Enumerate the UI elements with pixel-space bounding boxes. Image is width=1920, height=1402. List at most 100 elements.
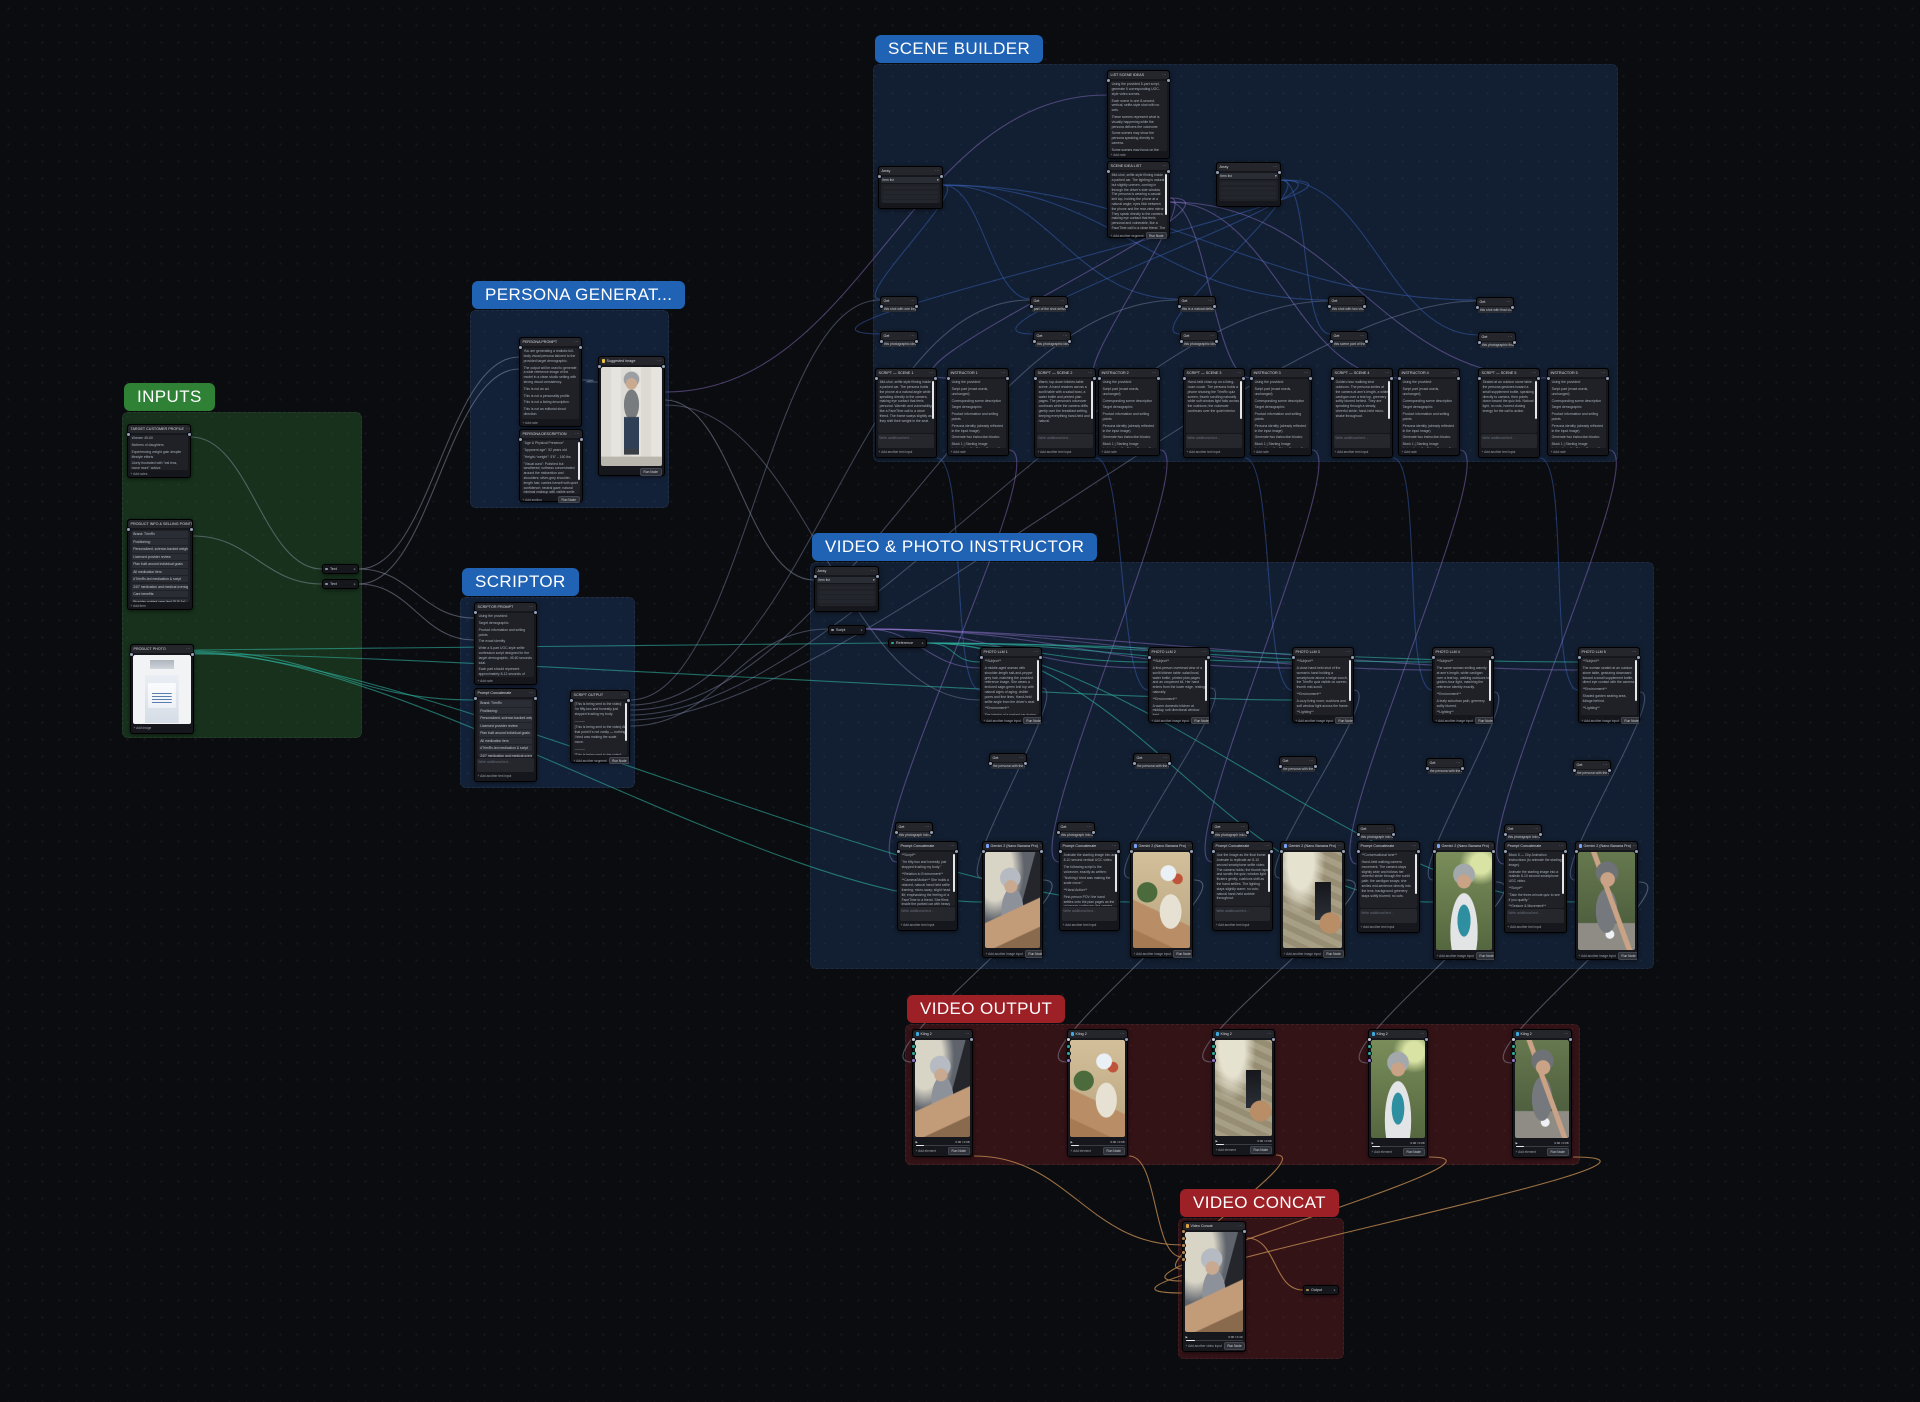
play-icon[interactable]: ▶ — [1515, 1140, 1518, 1145]
input-port[interactable] — [597, 364, 603, 370]
add-input-button[interactable]: + Add note — [1253, 449, 1269, 454]
input-port[interactable] — [1106, 78, 1112, 84]
get-node[interactable]: Get⋯this is a natural delivering… — [1177, 296, 1217, 313]
node-menu-icon[interactable]: ⋯ — [529, 603, 534, 609]
output-port[interactable] — [1567, 1037, 1573, 1043]
edge-wire[interactable] — [358, 583, 475, 641]
get-node[interactable]: Get⋯the persona with the descr… — [988, 753, 1028, 770]
scene-array-left[interactable]: Array⋯Item list▾ — [877, 166, 944, 209]
output-port[interactable] — [1004, 376, 1010, 382]
get-node[interactable]: Get⋯this photographic final shot… — [1477, 332, 1517, 349]
add-input-button[interactable]: + Add another image input — [1578, 954, 1616, 959]
item-list-dropdown[interactable]: Item list▾ — [1218, 172, 1279, 179]
edge-wire[interactable] — [664, 399, 815, 581]
image-thumbnail-car-selfie[interactable] — [984, 851, 1041, 949]
progress-bar[interactable] — [1515, 1145, 1569, 1148]
photo-llm-node[interactable]: PHOTO LLM 3⋯**Subject**A close hand-held… — [1291, 647, 1355, 725]
group-label-video-photo-instructor[interactable]: VIDEO & PHOTO INSTRUCTOR — [812, 533, 1098, 561]
run-node-button[interactable]: Run Node — [608, 756, 629, 765]
node-menu-icon[interactable]: ⋯ — [185, 425, 190, 431]
input-port[interactable] — [1367, 1058, 1373, 1064]
add-input-button[interactable]: + Add note — [522, 420, 538, 425]
node-menu-icon[interactable]: ⋯ — [1060, 297, 1065, 303]
text-input[interactable]: Write additional text... — [1480, 434, 1538, 449]
add-input-button[interactable]: + Add image — [133, 726, 152, 731]
add-input-button[interactable]: + Add notes — [130, 471, 148, 476]
node-menu-icon[interactable]: ⋯ — [1632, 842, 1637, 848]
product-photo-node[interactable]: PRODUCT PHOTO⋯+ Add image — [129, 644, 195, 734]
script-scene-node[interactable]: SCRIPT — SCENE 5⋯Seated at an outdoor st… — [1477, 368, 1541, 458]
text-input[interactable]: Write additional text... — [1359, 909, 1418, 924]
input-port[interactable] — [1367, 1051, 1373, 1057]
output-port[interactable] — [1240, 376, 1246, 382]
add-input-button[interactable]: + Add another segment — [573, 758, 607, 763]
scrollbar[interactable] — [1534, 380, 1537, 420]
progress-bar[interactable] — [1371, 1145, 1425, 1148]
output-port[interactable] — [532, 696, 538, 702]
video-thumbnail-table-overhead[interactable] — [1069, 1039, 1126, 1138]
progress-bar[interactable] — [1070, 1144, 1125, 1147]
list-row[interactable]: Licensed provider review — [131, 553, 189, 561]
add-input-button[interactable]: + Add another image input — [1133, 952, 1171, 957]
output-port[interactable] — [1155, 376, 1161, 382]
add-input-button[interactable]: + Add another text input — [1062, 923, 1097, 928]
script-pill[interactable]: Script▸ — [828, 625, 866, 635]
node-menu-icon[interactable]: ⋯ — [657, 357, 662, 363]
output-port[interactable] — [1633, 849, 1639, 855]
add-input-button[interactable]: + Add another segment — [1110, 233, 1144, 238]
output-port[interactable] — [578, 437, 584, 443]
node-menu-icon[interactable]: ⋯ — [1346, 648, 1351, 654]
node-menu-icon[interactable]: ⋯ — [1039, 842, 1042, 848]
node-menu-icon[interactable]: ⋯ — [871, 567, 876, 573]
script-scene-node[interactable]: SCRIPT — SCENE 1⋯Mid-shot, selfie-style … — [874, 368, 938, 458]
output-port[interactable] — [1361, 304, 1367, 310]
input-port[interactable] — [1211, 1051, 1217, 1057]
output-port[interactable] — [1511, 340, 1517, 346]
output-port[interactable] — [1276, 170, 1282, 176]
output-port[interactable] — [625, 698, 631, 704]
prompt-concat-node[interactable]: Prompt Concatenate⋯**Script**"I'm fifty-… — [896, 841, 959, 931]
output-port[interactable] — [1635, 655, 1641, 661]
output-port[interactable] — [354, 587, 358, 588]
input-port[interactable] — [1475, 305, 1481, 311]
progress-bar[interactable] — [1185, 1339, 1243, 1342]
list-row[interactable]: 24/7 medication and medical oversight — [478, 752, 533, 757]
group-label-video-output[interactable]: VIDEO OUTPUT — [907, 995, 1066, 1023]
input-port[interactable] — [1097, 376, 1103, 382]
group-label-inputs[interactable]: INPUTS — [124, 383, 215, 411]
run-node-button[interactable]: Run Node — [1620, 716, 1639, 725]
add-input-button[interactable]: + Add another image input — [1283, 952, 1321, 957]
edge-wire[interactable] — [358, 568, 475, 619]
input-port[interactable] — [1066, 1058, 1072, 1064]
play-icon[interactable]: ▶ — [1215, 1138, 1218, 1143]
node-menu-icon[interactable]: ⋯ — [1162, 71, 1167, 77]
output-port[interactable] — [1115, 849, 1121, 855]
node-menu-icon[interactable]: ⋯ — [1087, 823, 1092, 829]
list-row[interactable]: 24/7 medication and medical oversight — [131, 583, 189, 590]
instructor-node[interactable]: INSTRUCTOR 4⋯Using the provided:Script p… — [1397, 368, 1461, 456]
input-port[interactable] — [1211, 1044, 1217, 1050]
output-port[interactable] — [1022, 761, 1028, 767]
reroute-text-1[interactable]: Text▸ — [322, 564, 359, 574]
output-port[interactable] — [1038, 849, 1044, 855]
list-row[interactable]: All medication tiers — [131, 568, 189, 575]
video-thumbnail-car-selfie[interactable] — [914, 1039, 971, 1138]
play-icon[interactable]: ▶ — [1070, 1139, 1073, 1144]
list-row[interactable]: #TrimRx-led medication & script — [478, 745, 533, 752]
scriptor-prompt-node[interactable]: SCRIPTOR PROMPT⋯Using the provided:Targe… — [473, 602, 538, 685]
group-label-persona-generator[interactable]: PERSONA GENERAT... — [472, 281, 686, 309]
run-node-button[interactable]: Run Node — [1190, 716, 1209, 725]
node-menu-icon[interactable]: ⋯ — [1385, 369, 1390, 375]
group-label-scene-builder[interactable]: SCENE BUILDER — [875, 35, 1044, 63]
output-port[interactable] — [1535, 376, 1541, 382]
reroute-text-2[interactable]: Text▸ — [322, 579, 359, 589]
add-input-button[interactable]: + Add another image input — [985, 952, 1023, 957]
scrollbar[interactable] — [1488, 659, 1491, 701]
instructor-array[interactable]: Array⋯Item list▾ — [813, 566, 880, 612]
run-node-button[interactable]: Run Node — [1402, 1148, 1425, 1157]
